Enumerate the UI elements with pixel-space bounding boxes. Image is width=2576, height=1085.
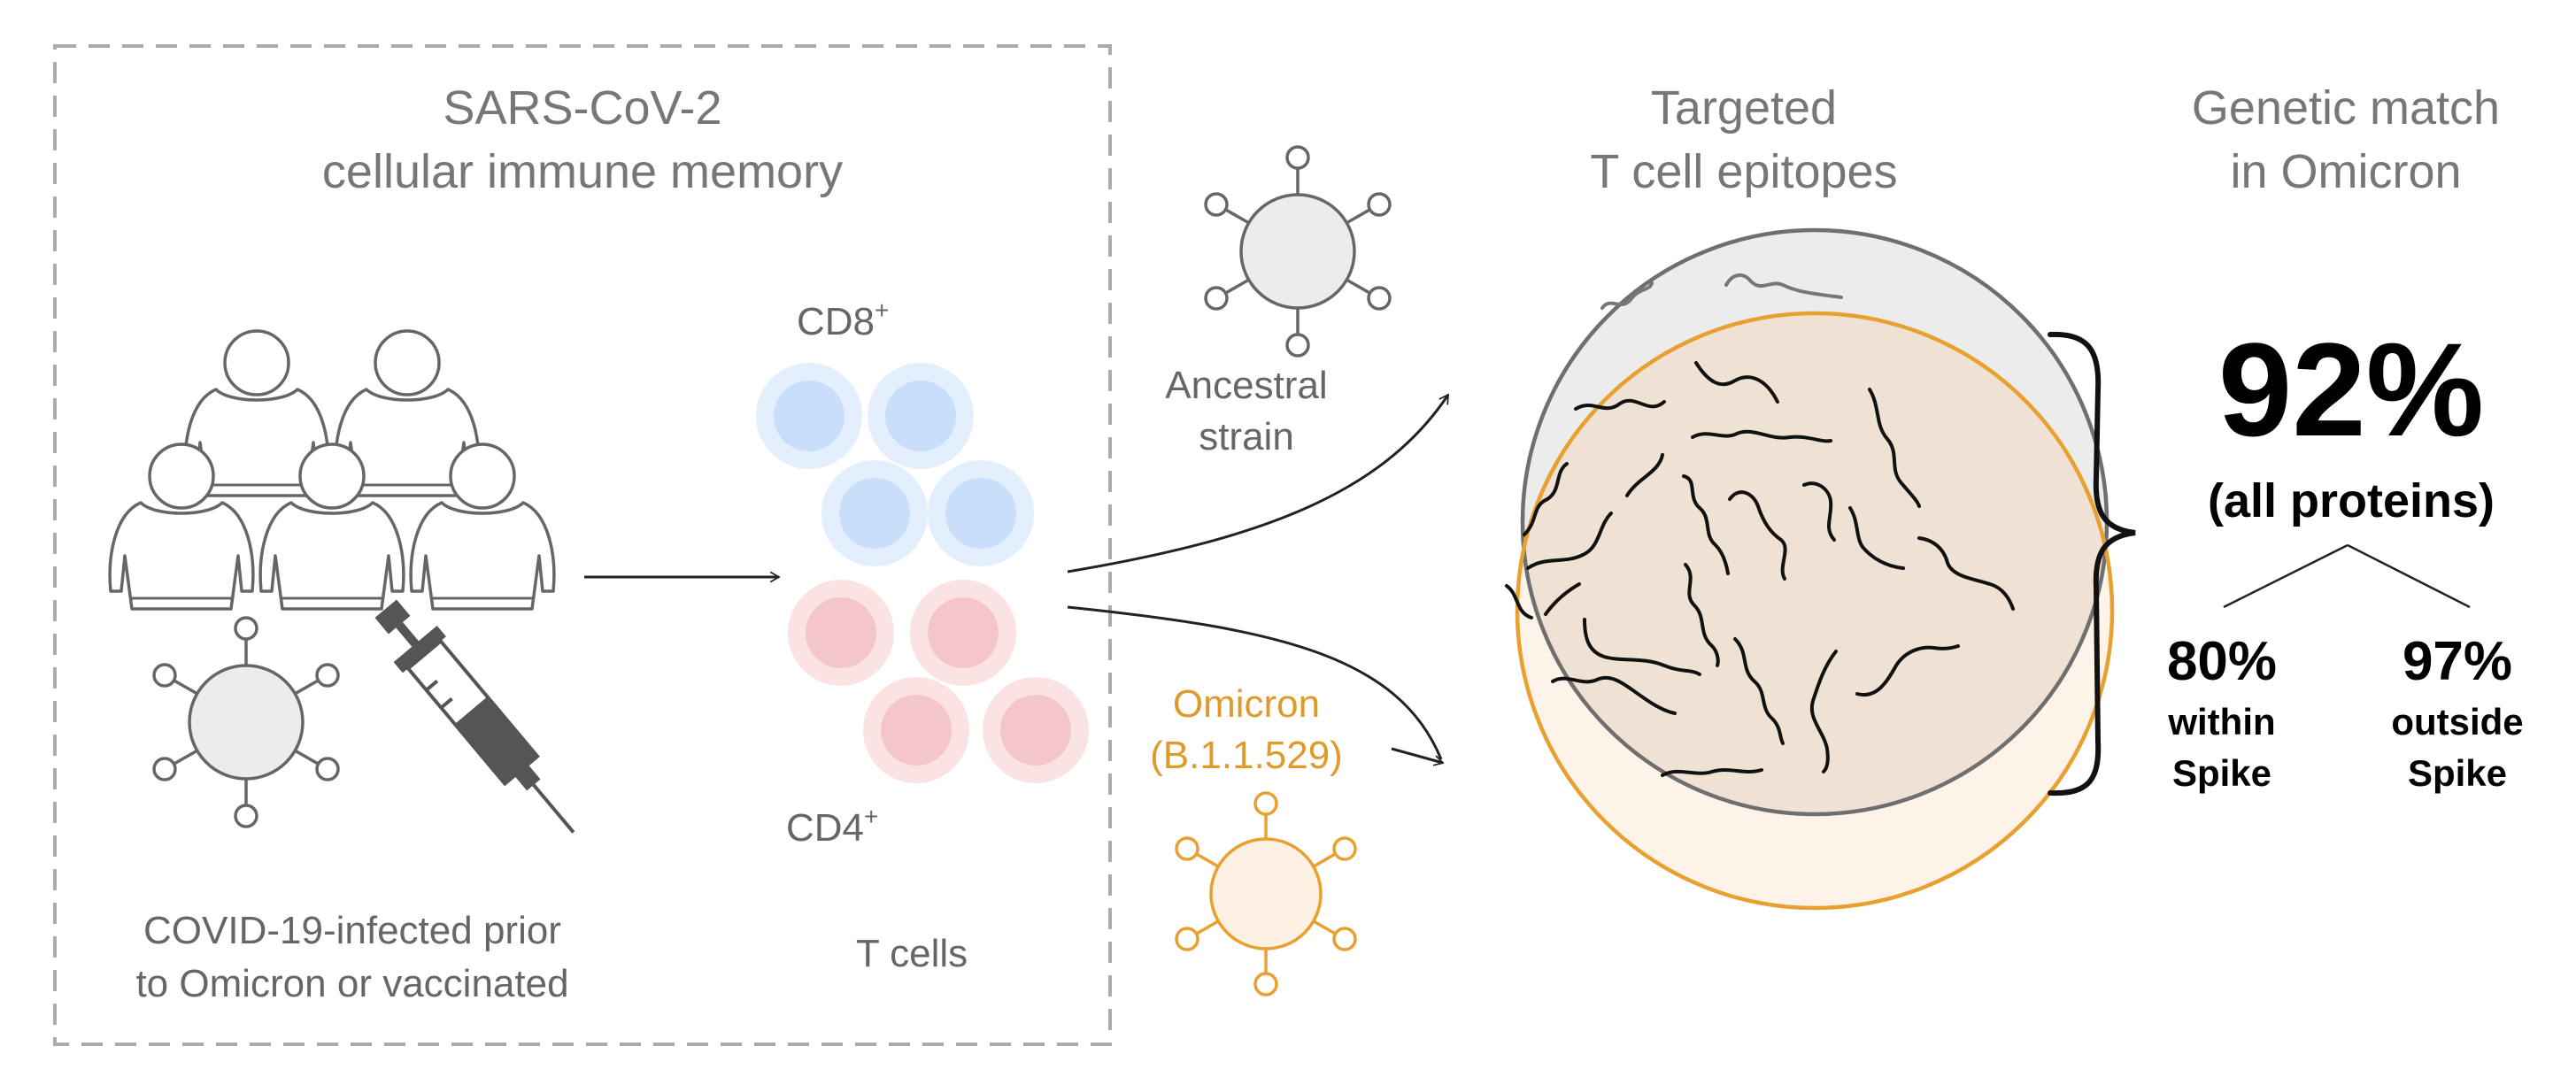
- epitope-squiggle: [1682, 474, 1730, 575]
- omicron-label-line2: (B.1.1.529): [1150, 734, 1343, 777]
- split-line-right: [2347, 543, 2471, 609]
- memory-title-line1: SARS-CoV-2: [443, 81, 721, 135]
- overall-match-value: 92%: [2218, 315, 2484, 464]
- epitope-squiggle: [1600, 281, 1654, 310]
- syringe-icon: [374, 599, 575, 834]
- epitope-squiggle: [1551, 676, 1677, 715]
- people-group: [108, 329, 556, 611]
- cd8-cell: [928, 460, 1034, 566]
- epitope-squiggle: [1583, 618, 1701, 676]
- epitope-squiggle: [1544, 582, 1581, 616]
- arrow-to-ancestral-epitopes: [1067, 393, 1450, 573]
- matching-epitopes: [1505, 361, 2015, 777]
- epitope-squiggle: [1574, 398, 1666, 411]
- epitope-squiggle: [1724, 273, 1843, 299]
- match-title-line1: Genetic match: [2192, 81, 2500, 135]
- epitope-squiggle: [1523, 462, 1569, 536]
- cd4-cells: [788, 580, 1089, 783]
- epitope-squiggle: [1855, 644, 1960, 697]
- overlap-region: [1523, 313, 2107, 814]
- epitope-squiggle: [1733, 637, 1785, 745]
- cd8-cell: [756, 363, 862, 469]
- match-title-line2: in Omicron: [2230, 145, 2461, 198]
- arrow-to-omicron-epitopes-tail: [1391, 747, 1445, 766]
- outside-spike-value: 97%: [2402, 631, 2512, 692]
- ancestral-virus-icon: [1204, 145, 1392, 358]
- curly-brace: [2048, 331, 2136, 796]
- cd4-cell: [863, 677, 969, 783]
- memory-panel-border: [53, 44, 1112, 1046]
- within-spike-line1: within: [2167, 701, 2275, 743]
- epitope-squiggle: [1868, 388, 1921, 508]
- omicron-epitope-circle[interactable]: [1515, 311, 2115, 911]
- outside-spike-line1: outside: [2391, 701, 2523, 743]
- ancestral-label-line1: Ancestral: [1165, 364, 1327, 407]
- infection-virus-icon: [152, 616, 340, 828]
- epitope-squiggle: [1505, 584, 1533, 619]
- epitopes-title-line1: Targeted: [1651, 81, 1837, 135]
- t-cells-caption: T cells: [856, 932, 968, 975]
- epitope-squiggle: [1848, 506, 1905, 570]
- arrow-to-omicron-epitopes: [1067, 605, 1443, 760]
- ancestral-label-line2: strain: [1199, 415, 1294, 458]
- epitope-squiggle: [1684, 563, 1720, 667]
- epitope-squiggle: [1802, 481, 1836, 542]
- epitope-squiggle: [1625, 453, 1664, 497]
- cd8-label: CD8+: [797, 296, 889, 343]
- epitope-squiggle: [1661, 768, 1763, 777]
- split-line-left: [2223, 543, 2348, 609]
- cd8-cell: [821, 460, 928, 566]
- outside-spike-line2: Spike: [2408, 752, 2507, 794]
- people-caption-line1: COVID-19-infected prior: [143, 909, 561, 952]
- memory-title-line2: cellular immune memory: [322, 145, 843, 198]
- epitope-squiggle: [1917, 536, 2015, 611]
- cd4-label: CD4+: [786, 803, 878, 850]
- within-spike-line2: Spike: [2172, 752, 2271, 794]
- omicron-label-line1: Omicron: [1173, 682, 1320, 726]
- epitope-squiggle: [1809, 650, 1838, 773]
- non-matching-epitopes: [1600, 273, 1843, 310]
- epitopes-title-line2: T cell epitopes: [1590, 145, 1897, 198]
- cd4-cell: [910, 580, 1016, 686]
- epitope-squiggle: [1728, 490, 1787, 581]
- omicron-virus-icon: [1175, 791, 1357, 997]
- epitope-squiggle: [1694, 361, 1779, 404]
- cd8-cell: [868, 363, 974, 469]
- people-caption-line2: to Omicron or vaccinated: [135, 962, 568, 1005]
- epitope-squiggle: [1691, 429, 1832, 443]
- epitope-squiggle: [1526, 512, 1613, 570]
- cd4-cell: [788, 580, 894, 686]
- cd4-cell: [983, 677, 1089, 783]
- within-spike-value: 80%: [2167, 631, 2277, 692]
- overall-match-label: (all proteins): [2208, 474, 2495, 527]
- cd8-cells: [756, 363, 1034, 566]
